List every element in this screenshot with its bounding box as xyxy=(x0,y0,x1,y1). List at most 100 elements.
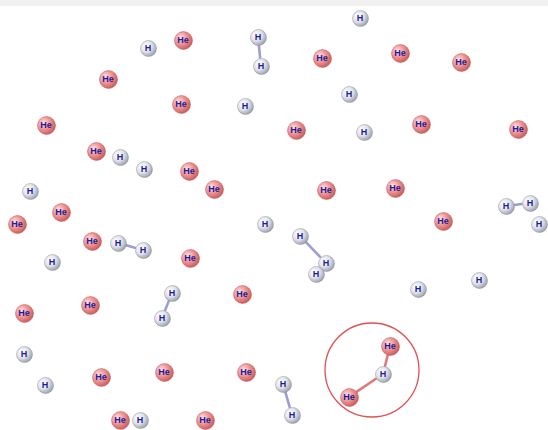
element-symbol: He xyxy=(37,116,56,135)
atom-sphere: H xyxy=(164,285,181,302)
atom-sphere: He xyxy=(111,411,130,430)
atom-sphere: He xyxy=(87,142,106,161)
bond-line xyxy=(306,242,320,257)
element-symbol: H xyxy=(375,366,392,383)
atom-sphere: H xyxy=(292,228,309,245)
element-symbol: H xyxy=(37,377,54,394)
atom-sphere: H xyxy=(471,272,488,289)
element-symbol: He xyxy=(99,70,118,89)
element-symbol: H xyxy=(356,124,373,141)
atom-sphere: H xyxy=(352,10,369,27)
atom-sphere: He xyxy=(83,232,102,251)
atom-sphere: He xyxy=(452,53,471,72)
atom-sphere: H xyxy=(136,161,153,178)
atom-sphere: H xyxy=(44,254,61,271)
element-symbol: He xyxy=(15,304,34,323)
element-symbol: H xyxy=(341,86,358,103)
element-symbol: H xyxy=(154,310,171,327)
element-symbol: He xyxy=(237,363,256,382)
element-symbol: He xyxy=(509,120,528,139)
atom-sphere: He xyxy=(205,180,224,199)
element-symbol: H xyxy=(284,407,301,424)
atom-sphere: He xyxy=(8,215,27,234)
atom-sphere: He xyxy=(237,363,256,382)
element-symbol: He xyxy=(412,115,431,134)
atom-sphere: He xyxy=(196,411,215,430)
atom-sphere: He xyxy=(172,95,191,114)
element-symbol: H xyxy=(112,149,129,166)
bond-line xyxy=(259,45,260,57)
atom-sphere: He xyxy=(287,121,306,140)
atom-sphere: H xyxy=(16,346,33,363)
atom-sphere: He xyxy=(317,181,336,200)
atom-sphere: He xyxy=(174,31,193,50)
atom-sphere: He xyxy=(233,285,252,304)
atom-sphere: H xyxy=(154,310,171,327)
element-symbol: He xyxy=(83,232,102,251)
element-symbol: He xyxy=(205,180,224,199)
atom-sphere: H xyxy=(135,242,152,259)
highlight-ring xyxy=(325,323,419,417)
atom-sphere: He xyxy=(155,363,174,382)
element-symbol: H xyxy=(140,40,157,57)
element-symbol: H xyxy=(135,242,152,259)
element-symbol: H xyxy=(257,216,274,233)
bond-line xyxy=(165,301,169,310)
atom-sphere: He xyxy=(180,162,199,181)
element-symbol: He xyxy=(391,44,410,63)
element-symbol: He xyxy=(174,31,193,50)
atom-sphere: H xyxy=(341,86,358,103)
element-symbol: H xyxy=(44,254,61,271)
element-symbol: He xyxy=(386,179,405,198)
element-symbol: He xyxy=(8,215,27,234)
element-symbol: He xyxy=(233,285,252,304)
element-symbol: He xyxy=(87,142,106,161)
atom-sphere: He xyxy=(81,296,100,315)
element-symbol: H xyxy=(498,198,515,215)
element-symbol: He xyxy=(452,53,471,72)
element-symbol: H xyxy=(275,376,292,393)
atom-sphere: H xyxy=(237,98,254,115)
element-symbol: H xyxy=(292,228,309,245)
element-symbol: H xyxy=(471,272,488,289)
element-symbol: He xyxy=(287,121,306,140)
element-symbol: H xyxy=(164,285,181,302)
atom-sphere: H xyxy=(275,376,292,393)
atom-sphere: H xyxy=(140,40,157,57)
element-symbol: H xyxy=(237,98,254,115)
element-symbol: He xyxy=(180,162,199,181)
atom-sphere: H xyxy=(22,183,39,200)
atom-sphere: He xyxy=(92,368,111,387)
atom-sphere: He xyxy=(509,120,528,139)
element-symbol: H xyxy=(110,235,127,252)
bond-line xyxy=(285,392,289,407)
atom-sphere: H xyxy=(522,195,539,212)
element-symbol: H xyxy=(22,183,39,200)
element-symbol: He xyxy=(381,337,400,356)
element-symbol: H xyxy=(253,58,270,75)
element-symbol: H xyxy=(522,195,539,212)
element-symbol: H xyxy=(250,29,267,46)
element-symbol: He xyxy=(313,49,332,68)
atom-sphere: H xyxy=(410,281,427,298)
element-symbol: H xyxy=(308,266,325,283)
bond-line xyxy=(357,379,376,392)
atom-sphere: He xyxy=(313,49,332,68)
element-symbol: He xyxy=(52,203,71,222)
atom-sphere: H xyxy=(308,266,325,283)
element-symbol: He xyxy=(155,363,174,382)
element-symbol: H xyxy=(16,346,33,363)
atom-sphere: H xyxy=(284,407,301,424)
atom-sphere: H xyxy=(37,377,54,394)
atom-sphere: H xyxy=(132,412,149,429)
atom-sphere: H xyxy=(250,29,267,46)
top-band xyxy=(0,0,548,6)
atom-sphere: H xyxy=(375,366,392,383)
element-symbol: H xyxy=(410,281,427,298)
element-symbol: He xyxy=(181,249,200,268)
element-symbol: He xyxy=(196,411,215,430)
element-symbol: H xyxy=(132,412,149,429)
atom-sphere: He xyxy=(37,116,56,135)
element-symbol: H xyxy=(136,161,153,178)
element-symbol: H xyxy=(531,216,548,233)
